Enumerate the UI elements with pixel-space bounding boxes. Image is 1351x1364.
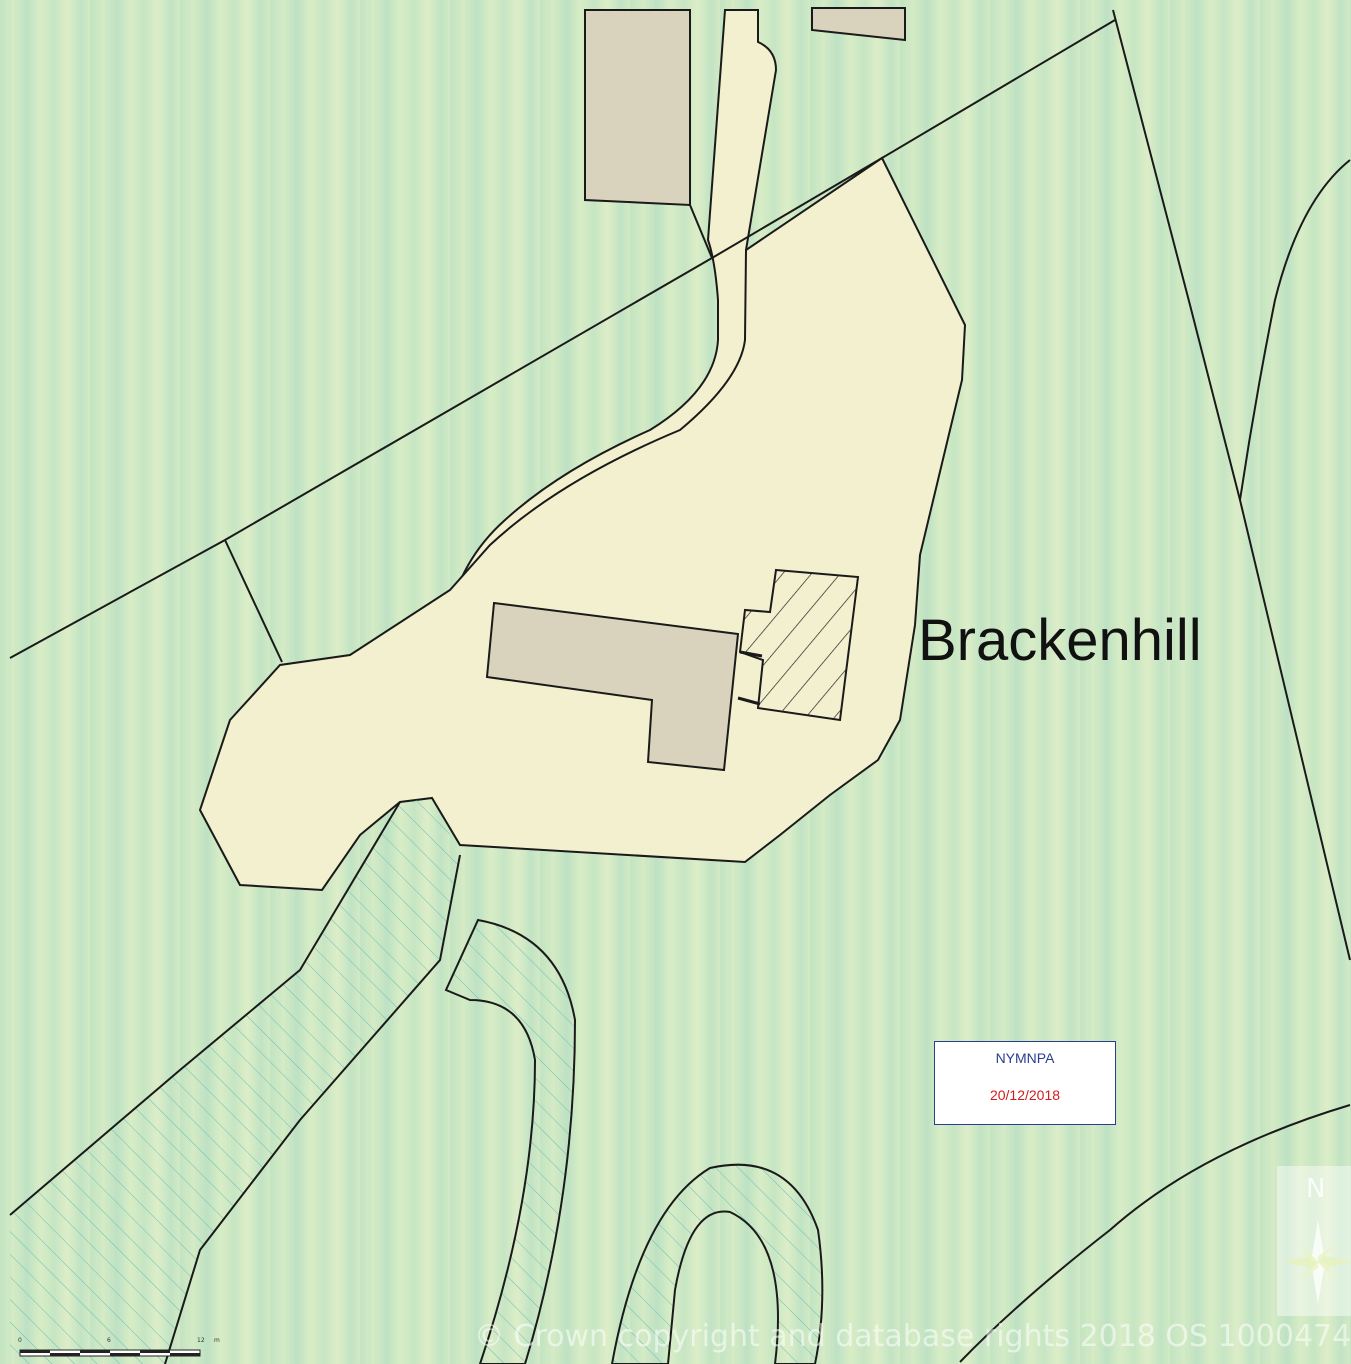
field-boundary: [959, 1104, 1351, 1363]
compass-rose-icon: [1282, 1220, 1351, 1304]
scale-bar: [19, 1349, 201, 1357]
scale-label-0: 0: [18, 1337, 22, 1344]
building-north-east: [811, 7, 906, 42]
main-building: [485, 601, 740, 772]
stamp-date: 20/12/2018: [989, 1087, 1061, 1103]
field-boundary: [224, 539, 283, 663]
stamp-organisation: NYMNPA: [995, 1050, 1055, 1066]
field-boundary: [1112, 9, 1351, 961]
field-boundary: [1239, 159, 1351, 501]
north-letter: N: [1306, 1174, 1326, 1204]
hatched-strip-west: [10, 798, 460, 1364]
planning-stamp: NYMNPA 20/12/2018: [934, 1041, 1116, 1125]
copyright-notice: © Crown copyright and database rights 20…: [474, 1319, 1351, 1354]
field-boundary: [689, 204, 713, 259]
north-arrow-panel: [1277, 1166, 1351, 1316]
building-north-west: [584, 9, 691, 207]
scale-label-12: 12: [197, 1337, 205, 1344]
scale-label-unit: m: [214, 1337, 220, 1344]
scale-label-6: 6: [107, 1337, 111, 1344]
place-name-label: Brackenhill: [918, 608, 1202, 673]
hatched-loop-south: [610, 1163, 824, 1364]
hatched-strip-centre: [444, 918, 577, 1364]
